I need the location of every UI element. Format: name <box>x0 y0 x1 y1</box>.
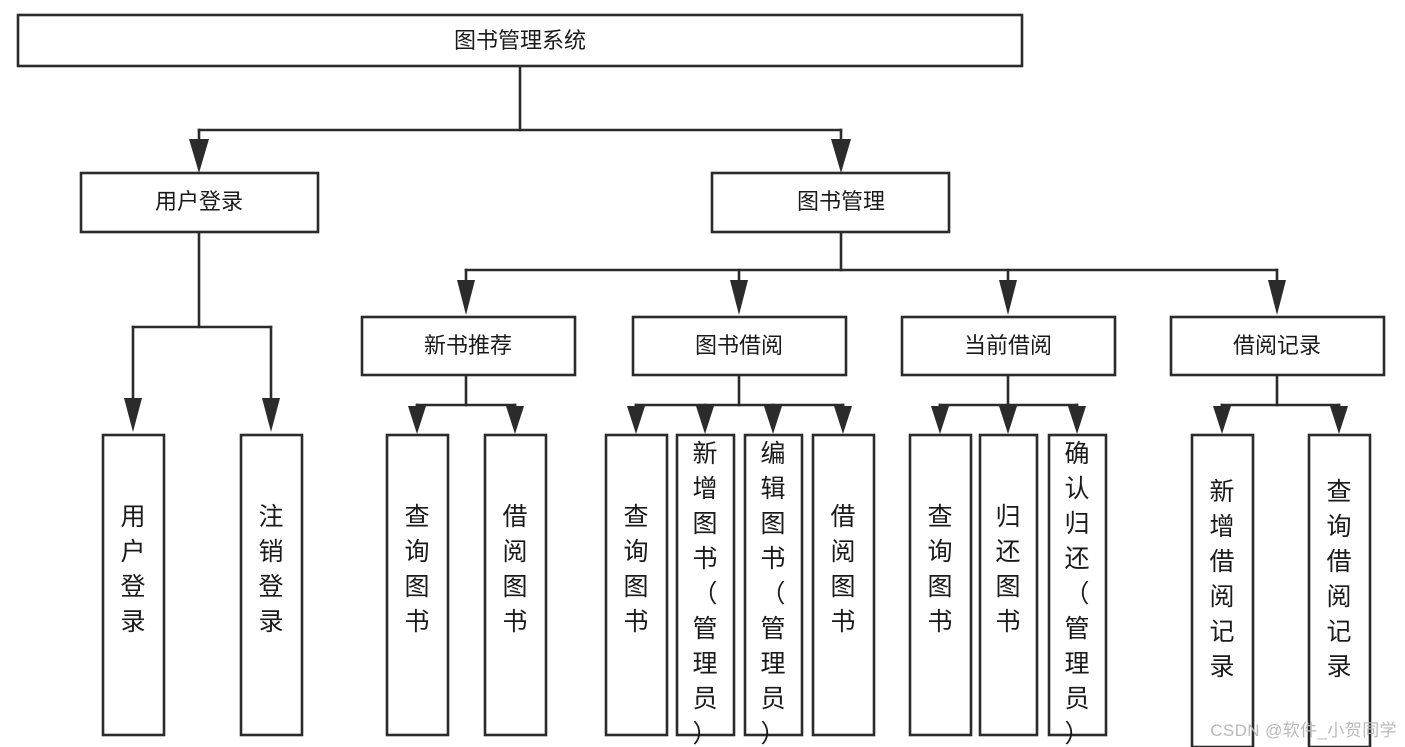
leaf-query-record-label: 查询借阅记录 <box>1326 478 1351 681</box>
leaf-edit-book-box[interactable] <box>743 433 804 737</box>
leaf-add-book-label: 新增图书（管理员） <box>692 440 717 747</box>
leaf-node[interactable]: 归还图书 <box>978 433 1039 737</box>
node-root-label: 图书管理系统 <box>454 28 586 53</box>
arrowhead-record-leaf-1 <box>1213 406 1231 434</box>
leaf-return-book-label: 归还图书 <box>995 503 1020 636</box>
leaf-borrow-query-label: 查询图书 <box>623 503 648 636</box>
node-user-login-label: 用户登录 <box>155 189 243 214</box>
leaf-confirm-return-label: 确认归还（管理员） <box>1064 440 1089 747</box>
leaf-node[interactable]: 借阅图书 <box>483 433 548 737</box>
leaf-node[interactable]: 用户登录 <box>101 433 166 737</box>
leaf-add-record-box[interactable] <box>1190 433 1255 747</box>
arrowhead-borrow-record <box>1268 280 1286 315</box>
leaf-edit-book-label: 编辑图书（管理员） <box>760 440 785 747</box>
node-book-management[interactable]: 图书管理 <box>710 171 951 234</box>
node-current-borrow[interactable]: 当前借阅 <box>900 315 1117 377</box>
arrowhead-new-book-rec <box>457 280 475 315</box>
node-book-borrow-label: 图书借阅 <box>695 333 783 358</box>
node-new-book-recommend-box[interactable] <box>360 315 577 377</box>
node-borrow-record[interactable]: 借阅记录 <box>1169 315 1386 377</box>
leaf-borrow-query-box[interactable] <box>604 433 669 737</box>
leaf-user-login-label: 用户登录 <box>120 503 145 636</box>
leaf-node[interactable]: 编辑图书（管理员） <box>743 433 804 747</box>
leaf-borrow-book-box[interactable] <box>811 433 876 737</box>
node-current-borrow-box[interactable] <box>900 315 1117 377</box>
node-new-book-recommend-label: 新书推荐 <box>424 333 512 358</box>
node-root-box[interactable] <box>16 13 1024 68</box>
leaf-node[interactable]: 确认归还（管理员） <box>1047 433 1108 747</box>
node-book-borrow-box[interactable] <box>631 315 848 377</box>
node-root[interactable]: 图书管理系统 <box>16 13 1024 68</box>
node-book-management-box[interactable] <box>710 171 951 234</box>
arrowhead-current-leaf-2 <box>999 406 1017 434</box>
leaf-node[interactable]: 新增图书（管理员） <box>675 433 736 747</box>
arrowhead-book-borrow <box>730 280 748 315</box>
node-borrow-record-box[interactable] <box>1169 315 1386 377</box>
arrowhead-newbook-leaf-1 <box>408 406 426 434</box>
leaf-add-record-label: 新增借阅记录 <box>1209 478 1234 681</box>
arrowhead-current-leaf-1 <box>931 406 949 434</box>
leaf-user-login-box[interactable] <box>101 433 166 737</box>
arrowhead-leaf-user-login <box>124 398 142 432</box>
leaf-node[interactable]: 注销登录 <box>239 433 304 737</box>
leaf-borrow-book-label: 借阅图书 <box>830 503 855 636</box>
leaf-node[interactable]: 借阅图书 <box>811 433 876 737</box>
leaf-current-query-box[interactable] <box>908 433 973 737</box>
arrowhead-current-borrow <box>999 280 1017 315</box>
node-user-login-box[interactable] <box>79 171 320 234</box>
leaf-node[interactable]: 查询图书 <box>385 433 450 737</box>
arrowhead-leaf-logout <box>262 398 280 432</box>
leaf-logout-box[interactable] <box>239 433 304 737</box>
connectors-layer <box>124 64 1348 434</box>
leaf-node[interactable]: 查询图书 <box>604 433 669 737</box>
leaf-node[interactable]: 查询借阅记录 <box>1307 433 1372 747</box>
leaf-confirm-return-box[interactable] <box>1047 433 1108 737</box>
leaf-newbook-query-label: 查询图书 <box>404 503 429 636</box>
node-current-borrow-label: 当前借阅 <box>964 333 1052 358</box>
node-new-book-recommend[interactable]: 新书推荐 <box>360 315 577 377</box>
leaf-node[interactable]: 新增借阅记录 <box>1190 433 1255 747</box>
node-book-borrow[interactable]: 图书借阅 <box>631 315 848 377</box>
node-user-login[interactable]: 用户登录 <box>79 171 320 234</box>
arrowhead-record-leaf-2 <box>1330 406 1348 434</box>
arrowhead-borrow-leaf-3 <box>764 406 782 434</box>
node-borrow-record-label: 借阅记录 <box>1233 333 1321 358</box>
arrowhead-user-login <box>189 139 209 173</box>
arrowhead-borrow-leaf-2 <box>696 406 714 434</box>
arrowhead-current-leaf-3 <box>1068 406 1086 434</box>
arrowhead-book-mgmt <box>831 139 851 173</box>
leaf-node[interactable]: 查询图书 <box>908 433 973 737</box>
leaf-newbook-borrow-box[interactable] <box>483 433 548 737</box>
arrowhead-borrow-leaf-4 <box>834 406 852 434</box>
arrowhead-borrow-leaf-1 <box>627 406 645 434</box>
leaf-logout-label: 注销登录 <box>258 503 283 636</box>
leaf-query-record-box[interactable] <box>1307 433 1372 747</box>
leaf-return-book-box[interactable] <box>978 433 1039 737</box>
leaf-add-book-box[interactable] <box>675 433 736 737</box>
leaf-newbook-borrow-label: 借阅图书 <box>502 503 527 636</box>
leaf-newbook-query-box[interactable] <box>385 433 450 737</box>
arrowhead-newbook-leaf-2 <box>506 406 524 434</box>
node-book-management-label: 图书管理 <box>797 189 885 214</box>
leaf-current-query-label: 查询图书 <box>927 503 952 636</box>
